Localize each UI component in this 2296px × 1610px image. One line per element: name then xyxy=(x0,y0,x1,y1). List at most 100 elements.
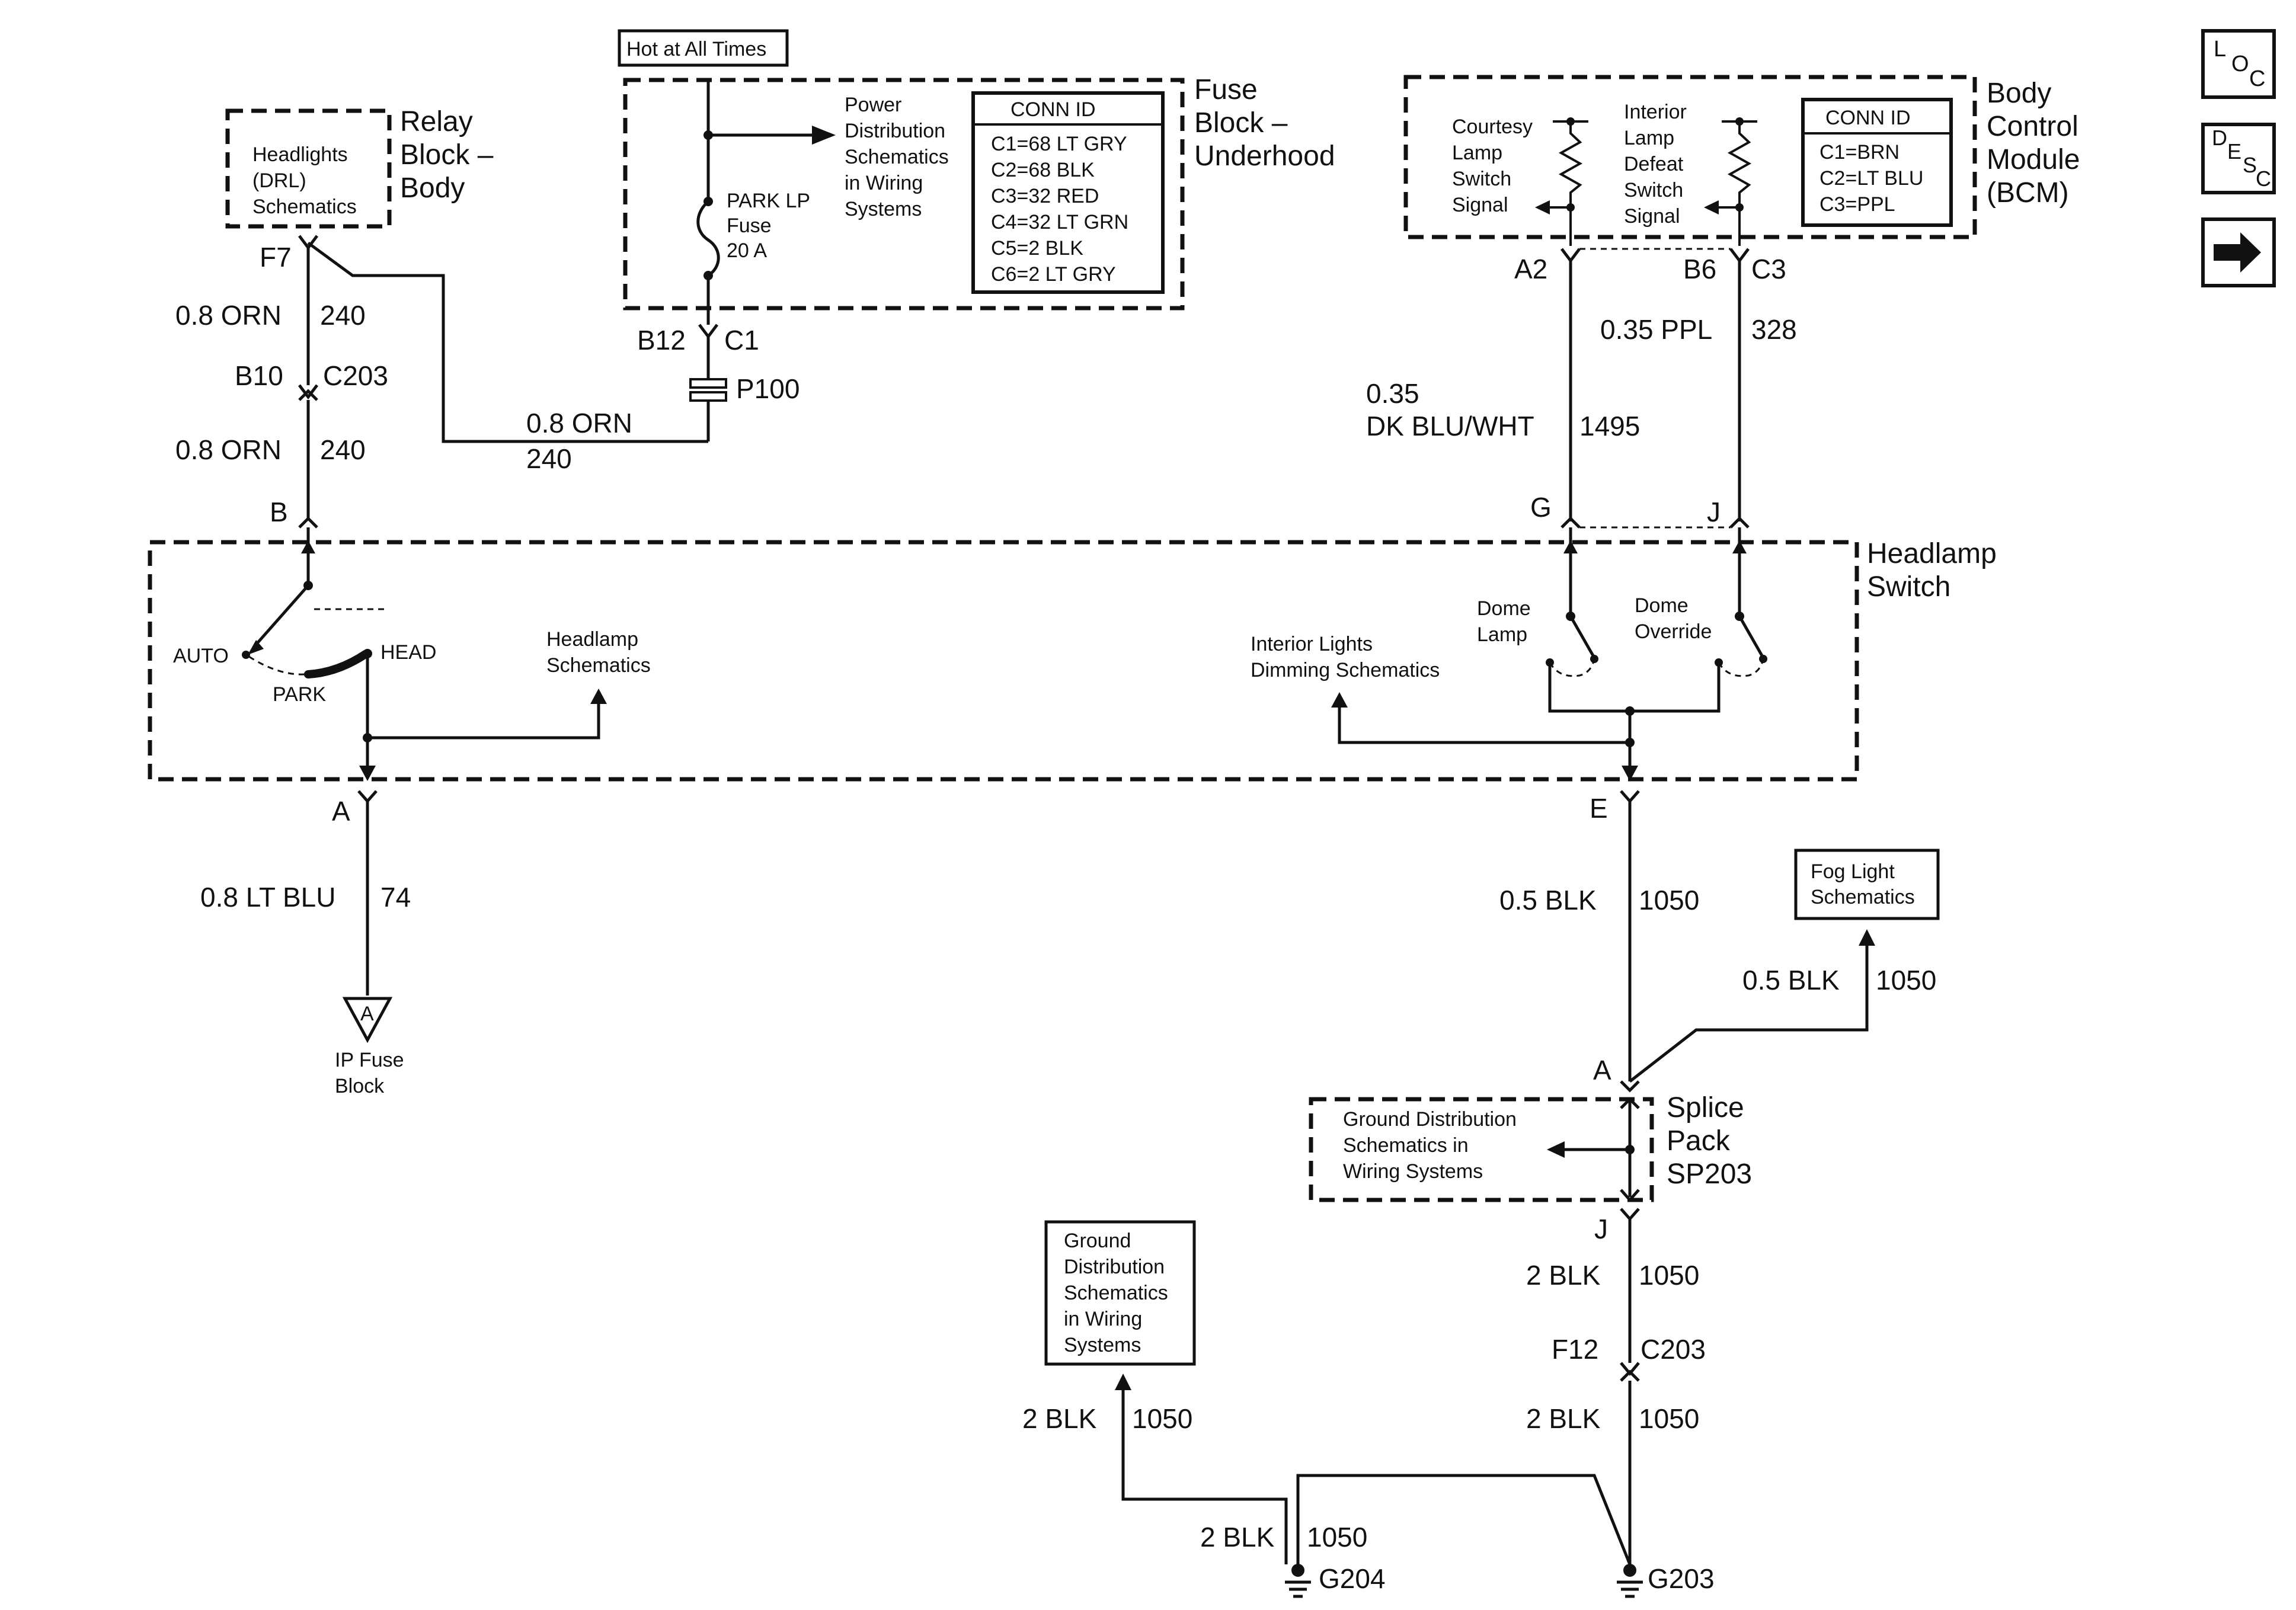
fuse-title-1: Fuse xyxy=(1194,74,1258,105)
w240b-num: 240 xyxy=(320,434,366,465)
ground-dist-splice-2: Schematics in xyxy=(1343,1134,1469,1157)
w1050f-gauge: 2 BLK xyxy=(1200,1522,1275,1553)
svg-text:L: L xyxy=(2214,37,2226,62)
w1050b-gauge: 0.5 BLK xyxy=(1742,965,1840,996)
fuse-label-1: PARK LP xyxy=(727,190,810,212)
g204-label: G204 xyxy=(1319,1563,1386,1594)
defeat-4: Switch xyxy=(1624,179,1683,201)
pin-g: G xyxy=(1530,492,1552,523)
headlamp-switch-title-2: Switch xyxy=(1867,571,1950,603)
splice-title-2: Pack xyxy=(1667,1125,1731,1157)
pin-c3: C3 xyxy=(1751,254,1786,284)
relay-title-1: Relay xyxy=(400,106,473,137)
w240a-num: 240 xyxy=(320,300,366,331)
courtesy-3: Switch xyxy=(1452,168,1511,190)
c203-a: C203 xyxy=(323,360,388,391)
bcm-conn-header: CONN ID xyxy=(1825,107,1911,129)
relay-title-2: Block – xyxy=(400,139,494,171)
fuse-conn-row-6: C6=2 LT GRY xyxy=(991,263,1116,286)
ip-fuse-symbol xyxy=(342,997,393,1044)
dome-lamp-1: Dome xyxy=(1477,597,1531,620)
w1050a-gauge: 0.5 BLK xyxy=(1499,885,1597,916)
w240c-num: 240 xyxy=(526,443,572,474)
bcm-conn-row-1: C1=BRN xyxy=(1819,141,1900,164)
w1050c-num: 1050 xyxy=(1639,1260,1699,1291)
fog-ref-1: Fog Light xyxy=(1811,860,1895,883)
arrow-right-icon xyxy=(2214,232,2261,273)
splice-title-3: SP203 xyxy=(1667,1158,1752,1190)
headlamp-switch-box xyxy=(148,540,1859,782)
g203-label: G203 xyxy=(1648,1563,1715,1594)
w1050c-gauge: 2 BLK xyxy=(1526,1260,1601,1291)
fuse-block-box xyxy=(623,78,1185,311)
w1050b-num: 1050 xyxy=(1876,965,1936,996)
hot-header: Hot at All Times xyxy=(626,38,766,60)
fuse-conn-header: CONN ID xyxy=(1011,98,1096,121)
ip-fuse-2: Block xyxy=(335,1075,385,1097)
pin-f7: F7 xyxy=(260,242,292,273)
w328-num: 328 xyxy=(1751,314,1797,345)
headlamp-ref-1: Headlamp xyxy=(546,628,638,651)
next-button[interactable] xyxy=(2201,217,2276,287)
relay-content-3: Schematics xyxy=(252,196,357,218)
interior-ref-2: Dimming Schematics xyxy=(1251,659,1440,681)
fuse-label-2: Fuse xyxy=(727,215,772,237)
w240a-gauge: 0.8 ORN xyxy=(175,300,282,331)
svg-text:C: C xyxy=(2249,66,2265,91)
w240b-gauge: 0.8 ORN xyxy=(175,434,282,465)
relay-block-box xyxy=(225,108,392,229)
interior-ref-1: Interior Lights xyxy=(1251,633,1373,655)
ground-dist-splice-1: Ground Distribution xyxy=(1343,1108,1517,1131)
pin-a-splice: A xyxy=(1593,1055,1611,1086)
w328-gauge: 0.35 PPL xyxy=(1600,314,1712,345)
bcm-box xyxy=(1403,75,1977,239)
courtesy-4: Signal xyxy=(1452,194,1508,216)
fuse-conn-row-3: C3=32 RED xyxy=(991,185,1099,207)
w240c-gauge: 0.8 ORN xyxy=(526,408,632,438)
park-label: PARK xyxy=(273,683,326,706)
svg-text:O: O xyxy=(2231,52,2249,76)
w1495-gauge-1: 0.35 xyxy=(1366,378,1419,409)
fog-ref-2: Schematics xyxy=(1811,886,1915,908)
fuse-conn-row-5: C5=2 BLK xyxy=(991,237,1083,260)
fuse-title-2: Block – xyxy=(1194,107,1288,139)
power-ref-5: Systems xyxy=(845,198,922,220)
ground-dist-left-3: Schematics xyxy=(1064,1282,1168,1304)
dome-override-1: Dome xyxy=(1635,594,1689,617)
pin-b6: B6 xyxy=(1683,254,1716,284)
w1050e-num: 1050 xyxy=(1132,1403,1192,1434)
pin-e: E xyxy=(1590,793,1608,824)
power-ref-2: Distribution xyxy=(845,120,945,142)
w1050d-num: 1050 xyxy=(1639,1403,1699,1434)
w74-gauge: 0.8 LT BLU xyxy=(200,882,335,913)
dome-lamp-2: Lamp xyxy=(1477,623,1527,646)
svg-text:D: D xyxy=(2212,126,2227,150)
fuse-conn-id-table xyxy=(971,91,1165,294)
fuse-conn-row-2: C2=68 BLK xyxy=(991,159,1095,181)
bcm-title-3: Module xyxy=(1987,144,2080,175)
splice-pack-box xyxy=(1309,1097,1654,1202)
ground-dist-left-2: Distribution xyxy=(1064,1256,1165,1278)
relay-content-1: Headlights xyxy=(252,143,348,166)
svg-text:E: E xyxy=(2227,139,2241,164)
dome-override-2: Override xyxy=(1635,620,1712,643)
fuse-conn-row-1: C1=68 LT GRY xyxy=(991,133,1127,155)
pin-f12: F12 xyxy=(1552,1334,1598,1365)
svg-text:C: C xyxy=(2256,167,2271,191)
pin-j: J xyxy=(1707,497,1721,527)
loc-button[interactable]: L O C xyxy=(2201,29,2276,99)
defeat-1: Interior xyxy=(1624,101,1687,123)
bcm-conn-id-table xyxy=(1801,98,1953,227)
w1495-num: 1495 xyxy=(1579,411,1640,441)
ground-dist-left-5: Systems xyxy=(1064,1334,1141,1356)
w1050f-num: 1050 xyxy=(1307,1522,1367,1553)
defeat-5: Signal xyxy=(1624,205,1680,228)
bcm-conn-row-2: C2=LT BLU xyxy=(1819,167,1923,190)
bcm-title-1: Body xyxy=(1987,78,2051,109)
desc-button[interactable]: D E S C xyxy=(2201,123,2276,194)
defeat-3: Defeat xyxy=(1624,153,1684,175)
pin-b: B xyxy=(270,497,288,527)
ground-dist-splice-3: Wiring Systems xyxy=(1343,1160,1483,1183)
relay-title-3: Body xyxy=(400,172,465,204)
